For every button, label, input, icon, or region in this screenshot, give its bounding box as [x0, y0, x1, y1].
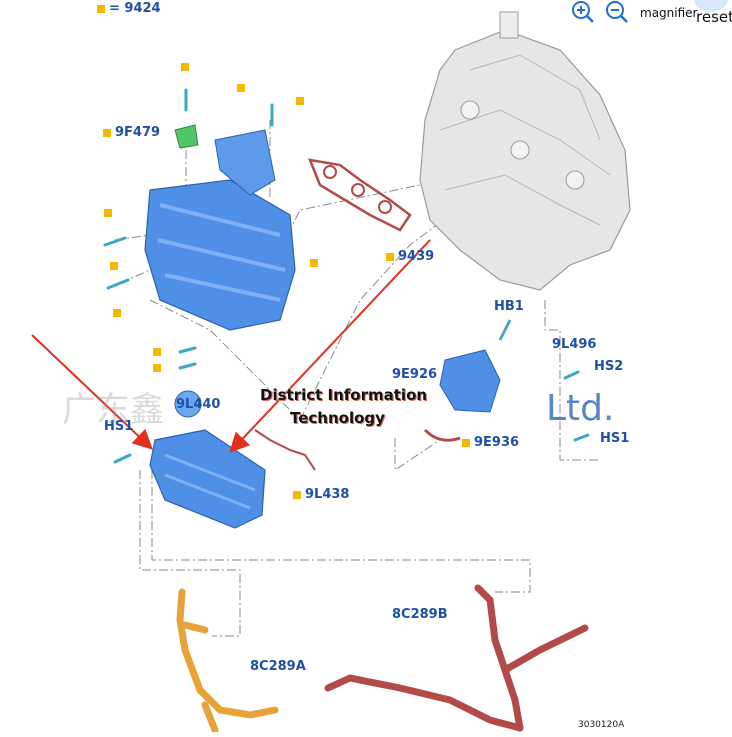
callout-9F479[interactable]: 9F479 — [103, 126, 160, 139]
watermark-overlay-line1: District Information — [260, 386, 428, 404]
bolts — [103, 88, 590, 464]
callout-9E936[interactable]: 9E936 — [462, 436, 519, 449]
reset-button[interactable]: reset — [696, 8, 732, 26]
marker-square-icon — [104, 209, 112, 217]
callout-HS1-right[interactable]: HS1 — [600, 431, 630, 446]
hose-8C289A — [176, 588, 279, 734]
marker-square-icon — [153, 348, 161, 356]
callout-8C289B[interactable]: 8C289B — [392, 607, 448, 622]
watermark-arrows — [31, 239, 431, 453]
watermark-ltd-text: Ltd. — [546, 388, 615, 429]
bracket-9E926 — [423, 319, 512, 442]
marker-square-icon — [462, 438, 470, 447]
hose-8C289B — [324, 584, 589, 732]
callout-9L440[interactable]: 9L440 — [176, 397, 221, 412]
intake-manifold — [144, 124, 296, 331]
engine-block — [419, 11, 631, 291]
callout-9L496[interactable]: 9L496 — [552, 337, 597, 352]
marker-square-icon — [386, 252, 394, 261]
zoom-in-icon — [572, 1, 594, 23]
marker-square-icon — [97, 4, 105, 13]
callout-HS2[interactable]: HS2 — [594, 359, 624, 374]
magnifier-button[interactable]: magnifier — [640, 6, 698, 20]
marker-square-icon — [310, 259, 318, 267]
marker-square-icon — [181, 63, 189, 71]
zoom-in-button[interactable] — [570, 0, 598, 24]
marker-square-icon — [113, 309, 121, 317]
zoom-out-button[interactable] — [604, 0, 632, 24]
figure-reference-number: 3030120A — [578, 720, 625, 730]
marker-square-icon — [103, 128, 111, 137]
header-code: = 9424 — [97, 2, 161, 15]
zoom-out-icon — [606, 1, 628, 23]
oil-cooler — [149, 390, 266, 529]
marker-square-icon — [237, 84, 245, 92]
watermark-chinese-text: 广东鑫 — [62, 390, 164, 430]
marker-square-icon — [296, 97, 304, 105]
callout-9E926[interactable]: 9E926 — [392, 367, 438, 382]
marker-square-icon — [293, 490, 301, 499]
manifold-gasket — [308, 158, 412, 232]
callout-HB1[interactable]: HB1 — [494, 299, 524, 314]
callout-8C289A[interactable]: 8C289A — [250, 659, 306, 674]
marker-square-icon — [110, 262, 118, 270]
callout-9439[interactable]: 9439 — [386, 250, 434, 263]
reset-button-bubble — [694, 0, 728, 12]
callout-HS1-left[interactable]: HS1 — [104, 419, 134, 434]
marker-square-icon — [153, 364, 161, 372]
gasket-9L438 — [254, 429, 316, 471]
callout-9L438[interactable]: 9L438 — [293, 488, 349, 501]
watermark-overlay-line2: Technology — [290, 409, 385, 427]
